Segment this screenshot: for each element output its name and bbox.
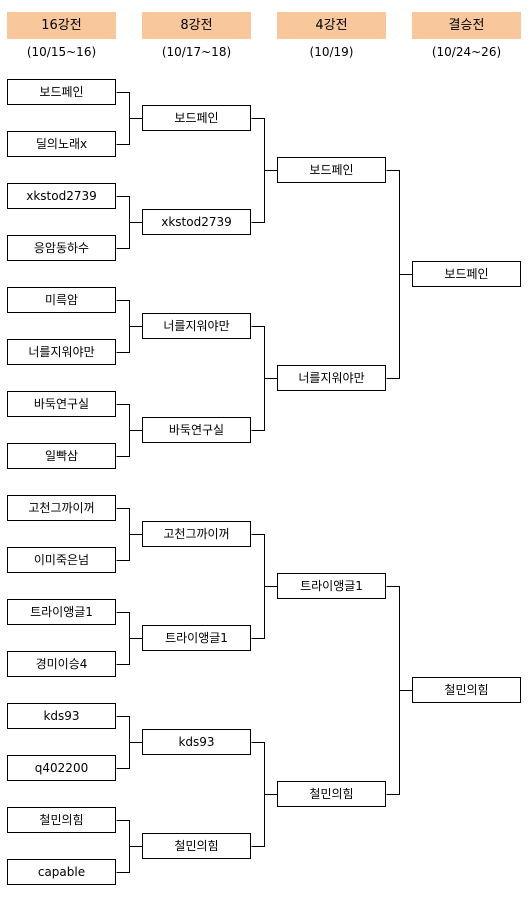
round-date-sf: (10/19) <box>309 45 354 59</box>
qf-entry: 고천그까이꺼 <box>142 521 251 547</box>
sf-entry: 너를지워야만 <box>277 365 386 391</box>
r16-entry: 일빡삼 <box>7 443 116 469</box>
r16-entry: xkstod2739 <box>7 183 116 209</box>
qf-entry: xkstod2739 <box>142 209 251 235</box>
round-date-r16: (10/15~16) <box>26 45 97 59</box>
round-date-qf: (10/17~18) <box>161 45 232 59</box>
r16-entry: 이미죽은넘 <box>7 547 116 573</box>
sf-entry: 트라이앵글1 <box>277 573 386 599</box>
r16-entry: 미륵암 <box>7 287 116 313</box>
sf-entry: 보드페인 <box>277 157 386 183</box>
r16-entry: 응암동하수 <box>7 235 116 261</box>
sf-entry: 철민의힘 <box>277 781 386 807</box>
final-entry: 보드페인 <box>412 261 521 287</box>
r16-entry: kds93 <box>7 703 116 729</box>
round-header-sf: 4강전 <box>277 12 386 39</box>
r16-entry: 너를지워야만 <box>7 339 116 365</box>
r16-entry: 보드페인 <box>7 79 116 105</box>
r16-entry: 고천그까이꺼 <box>7 495 116 521</box>
round-header-qf: 8강전 <box>142 12 251 39</box>
round-header-r16: 16강전 <box>7 12 116 39</box>
final-entry: 철민의힘 <box>412 677 521 703</box>
qf-entry: kds93 <box>142 729 251 755</box>
qf-entry: 너를지워야만 <box>142 313 251 339</box>
r16-entry: q402200 <box>7 755 116 781</box>
r16-entry: 철민의힘 <box>7 807 116 833</box>
r16-entry: 딜의노래x <box>7 131 116 157</box>
round-date-final: (10/24~26) <box>431 45 502 59</box>
qf-entry: 트라이앵글1 <box>142 625 251 651</box>
qf-entry: 철민의힘 <box>142 833 251 859</box>
r16-entry: 바둑연구실 <box>7 391 116 417</box>
r16-entry: 트라이앵글1 <box>7 599 116 625</box>
r16-entry: 경미이승4 <box>7 651 116 677</box>
round-header-final: 결승전 <box>412 12 521 39</box>
qf-entry: 바둑연구실 <box>142 417 251 443</box>
qf-entry: 보드페인 <box>142 105 251 131</box>
r16-entry: capable <box>7 859 116 885</box>
